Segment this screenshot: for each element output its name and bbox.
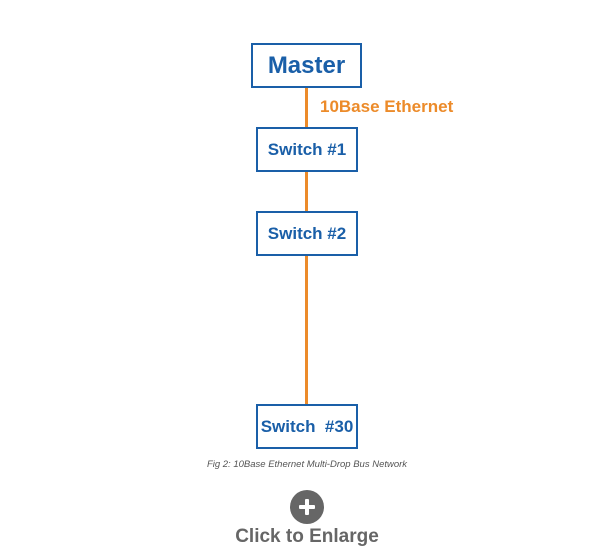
enlarge-button[interactable] (290, 490, 324, 524)
bus-line-switch-1-switch-2 (305, 172, 308, 211)
switch-1-node: Switch #1 (256, 127, 358, 172)
enlarge-link[interactable]: Click to Enlarge (235, 526, 379, 547)
switch-30-node: Switch #30 (256, 404, 358, 449)
figure-caption: Fig 2: 10Base Ethernet Multi-Drop Bus Ne… (206, 459, 408, 470)
master-node: Master (251, 43, 362, 88)
switch-2-node: Switch #2 (256, 211, 358, 256)
plus-icon (290, 490, 324, 524)
bus-label: 10Base Ethernet (320, 97, 454, 116)
bus-line-switch-2-switch-30 (305, 256, 308, 404)
bus-line-master-switch-1 (305, 88, 308, 127)
